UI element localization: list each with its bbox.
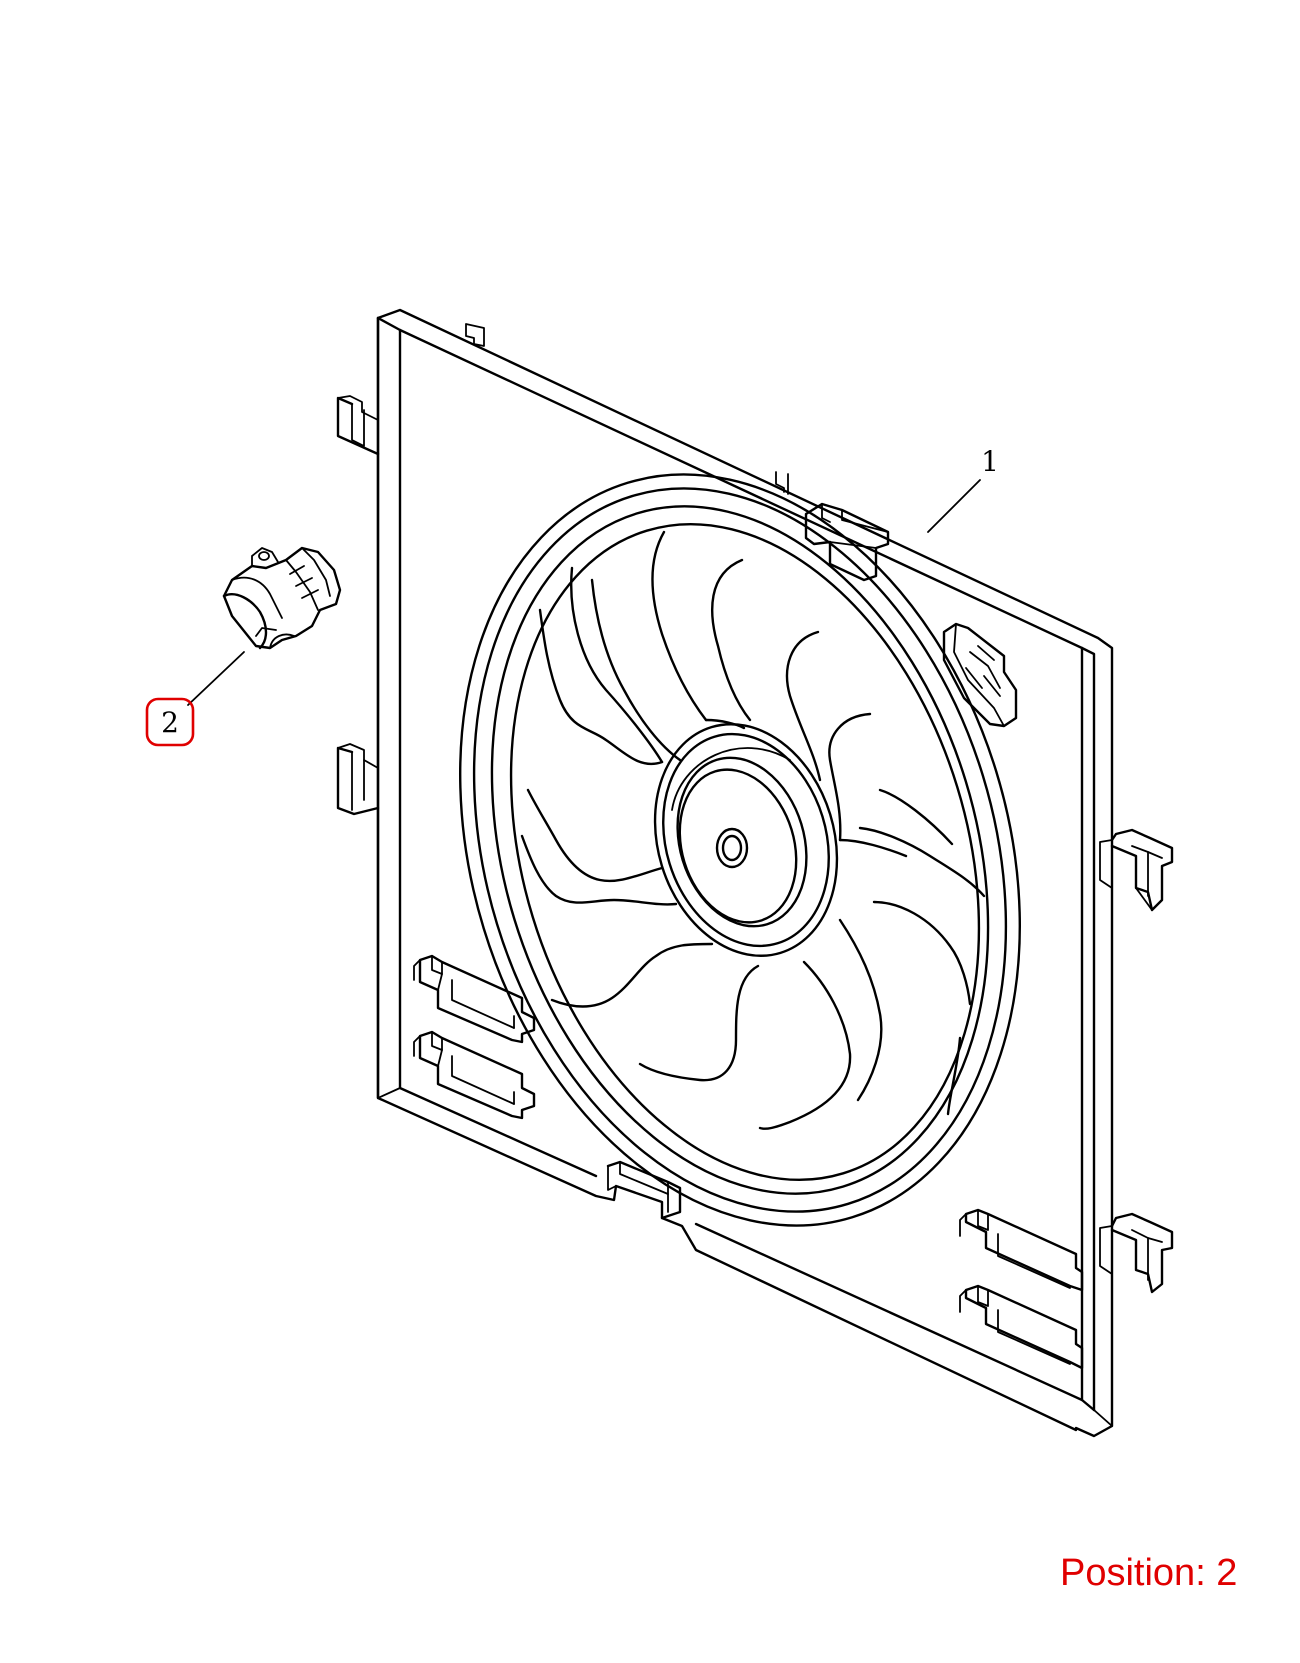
fan-ring [458, 473, 1022, 1227]
position-indicator: Position: 2 [1060, 1552, 1238, 1594]
fan-resistor-part[interactable] [222, 546, 342, 650]
fan-motor-hub [653, 723, 839, 957]
frame-slot-lower-right [959, 1284, 1084, 1370]
callout-1[interactable]: 1 [927, 445, 999, 533]
frame-slot-upper-right [959, 1208, 1084, 1292]
callout-1-label: 1 [981, 445, 999, 478]
frame-slot-upper-left [413, 954, 536, 1044]
fan-shroud[interactable] [336, 308, 1174, 1438]
callout-2-highlight-box [145, 697, 195, 747]
callout-1-leader [927, 479, 981, 533]
fan-blades [520, 530, 986, 1130]
callout-2-leader [187, 651, 245, 706]
frame-slot-lower-left [413, 1030, 536, 1120]
callout-2[interactable]: 2 [145, 651, 245, 747]
shroud-connector [942, 622, 1018, 728]
callout-2-label: 2 [161, 706, 179, 739]
